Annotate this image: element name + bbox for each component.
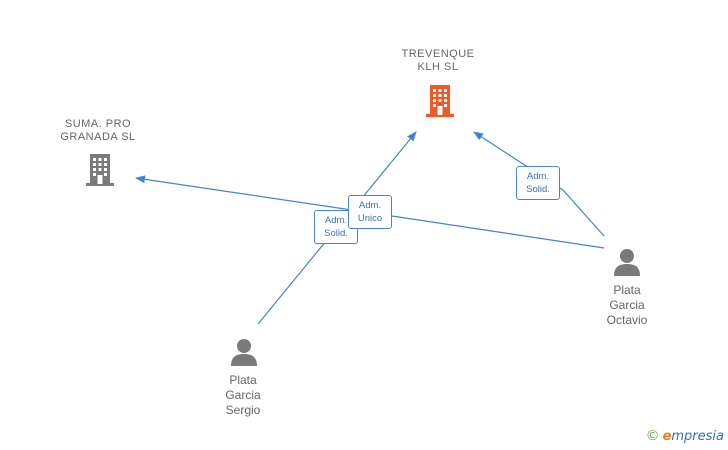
relation-role-line2: Solid. [324, 228, 348, 239]
brand-name-rest: mpresia [671, 428, 724, 444]
person-name-line2: Garcia [225, 388, 261, 402]
relation-role-line2: Unico [357, 213, 383, 224]
person-name-line1: Plata [229, 373, 257, 387]
relation-role-line1: Adm. [358, 200, 382, 211]
relation-tag-octavio-trevenque[interactable]: Adm. Solid. [516, 166, 560, 200]
person-label-sergio[interactable]: Plata Garcia Sergio [208, 373, 278, 418]
company-label-trevenque[interactable]: TREVENQUE KLH SL [388, 48, 488, 74]
company-name-line1: SUMA. PRO [64, 118, 132, 130]
person-name-line1: Plata [613, 283, 641, 297]
relation-role-line1: Adm. [526, 171, 550, 182]
person-icon[interactable] [229, 337, 259, 367]
edge-octavio-trevenque [473, 131, 605, 237]
person-label-octavio[interactable]: Plata Garcia Octavio [592, 283, 662, 328]
building-icon[interactable] [84, 152, 116, 188]
person-icon[interactable] [612, 247, 642, 277]
person-name-line3: Octavio [606, 313, 648, 327]
copyright-icon: © [645, 428, 660, 444]
brand-logo: © empresia [646, 428, 724, 444]
person-name-line3: Sergio [225, 403, 261, 417]
edge-octavio-suma [135, 175, 605, 249]
company-name-line2: KLH SL [417, 61, 459, 73]
brand-initial: e [662, 428, 672, 444]
company-label-suma[interactable]: SUMA. PRO GRANADA SL [48, 118, 148, 144]
relation-tag-sergio-trevenque[interactable]: Adm. Unico [348, 195, 392, 229]
relation-role-line2: Solid. [526, 184, 550, 195]
person-name-line2: Garcia [609, 298, 645, 312]
building-icon[interactable] [424, 83, 456, 119]
company-name-line1: TREVENQUE [401, 48, 475, 60]
company-name-line2: GRANADA SL [60, 131, 136, 143]
relation-role-line1: Adm. [324, 215, 348, 226]
brand-name: empresia [663, 429, 724, 444]
